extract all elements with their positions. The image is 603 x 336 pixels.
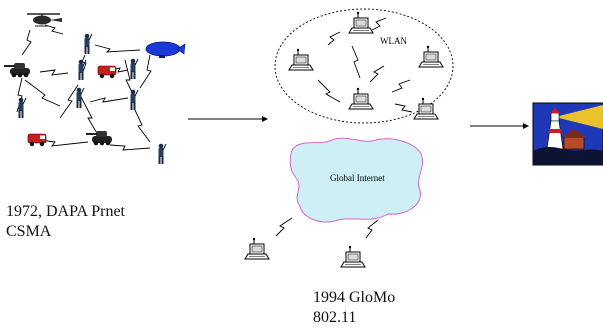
tank-icon [3, 62, 31, 79]
tank-icon [85, 130, 113, 147]
arrow-right-icon [470, 123, 529, 129]
soldier-icon [78, 59, 87, 81]
laptop-icon [418, 45, 444, 68]
prnet-caption: 1972, DAPA Prnet CSMA [6, 202, 125, 242]
wlan-network: WLAN [274, 8, 454, 124]
blimp-icon [145, 41, 186, 58]
military-adhoc-network [3, 13, 186, 165]
laptop-icon [340, 245, 366, 268]
radio-links [16, 24, 152, 151]
glomo-caption-line2: 802.11 [313, 309, 357, 326]
soldier-icon [158, 143, 167, 165]
soldier-icon [130, 58, 139, 80]
internet-label: Global Internet [330, 173, 385, 183]
helicopter-icon [27, 13, 62, 27]
laptop-icon [348, 11, 374, 34]
van-icon [97, 65, 117, 79]
wlan-label: WLAN [380, 36, 407, 46]
van-icon [27, 133, 47, 147]
prnet-caption-line1: 1972, DAPA Prnet [6, 203, 125, 220]
internet-links [275, 217, 379, 239]
wlan-links [317, 17, 413, 113]
internet-cloud-shape [289, 137, 424, 223]
soldier-icon [130, 89, 139, 111]
glomo-caption: 1994 GloMo 802.11 [313, 288, 395, 328]
global-internet: Global Internet [244, 137, 424, 268]
soldier-icon [18, 97, 27, 119]
lighthouse-icon [532, 102, 603, 166]
soldier-icon [84, 33, 93, 55]
wlan-boundary [274, 8, 454, 124]
laptop-icon [244, 237, 270, 260]
glomo-caption-line1: 1994 GloMo [313, 289, 396, 306]
soldier-icon [76, 87, 85, 109]
laptop-icon [348, 87, 374, 110]
laptop-icon [288, 48, 314, 71]
prnet-caption-line2: CSMA [6, 223, 52, 240]
arrow-right-icon [188, 116, 268, 122]
